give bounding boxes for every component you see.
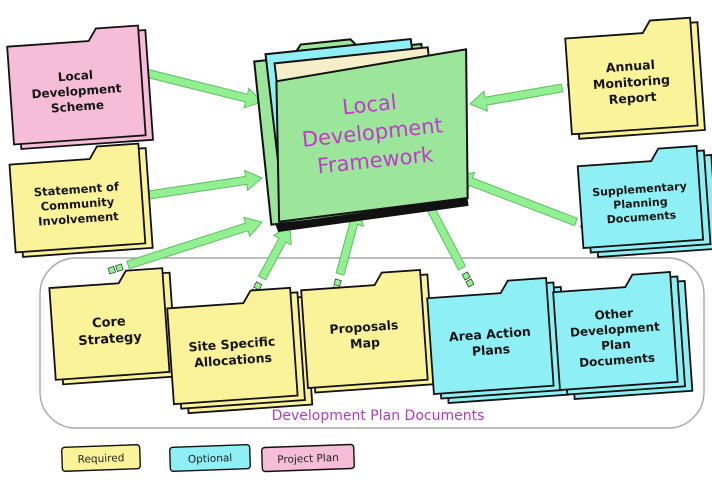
framework-title-line-1: Local xyxy=(341,90,398,120)
doc-label-line: Scheme xyxy=(51,98,105,116)
arrows xyxy=(107,63,597,298)
doc-label-line: Proposals xyxy=(329,317,399,337)
folder-body xyxy=(8,142,147,254)
doc-label-line: Annual xyxy=(605,57,655,75)
folder-body xyxy=(6,24,147,146)
arrow-shape xyxy=(469,83,564,112)
dpd-group-label: Development Plan Documents xyxy=(272,408,485,424)
arrow-tail-dash xyxy=(461,271,471,281)
folder-body xyxy=(564,16,699,136)
arrow-from-site-specific-allocations xyxy=(249,225,292,298)
arrow-tail-dash xyxy=(115,263,124,272)
framework-folder-front xyxy=(275,48,469,223)
doc-label-line: Allocations xyxy=(194,350,273,370)
doc-label-line: Site Specific xyxy=(188,333,276,354)
arrow-from-annual-monitoring-report xyxy=(469,81,583,112)
doc-label-line: Community xyxy=(40,194,115,213)
arrow-tail-dash xyxy=(107,266,116,275)
doc-label-line: Involvement xyxy=(38,209,120,229)
dpd-group-border xyxy=(39,257,705,429)
arrow-from-core-strategy xyxy=(107,216,263,275)
doc-label-line: Documents xyxy=(579,351,656,370)
legend-label: Project Plan xyxy=(277,452,339,466)
doc-label-line: Report xyxy=(608,89,657,107)
legend-optional: Optional xyxy=(169,444,251,472)
folder-body xyxy=(48,267,171,381)
legend-swatch xyxy=(61,444,141,472)
doc-label-line: Area Action xyxy=(448,324,531,345)
doc-label-line: Monitoring xyxy=(592,72,670,92)
framework-folder: Local Development Framework xyxy=(253,37,469,232)
folder-body xyxy=(300,268,429,390)
doc-label-line: Map xyxy=(350,334,381,351)
arrow-tail-dash xyxy=(465,278,475,288)
doc-label-line: Development xyxy=(570,319,661,339)
arrow-shape xyxy=(257,225,292,281)
dpd-group: Development Plan Documents xyxy=(39,257,705,429)
doc-label-line: Local xyxy=(57,68,93,84)
arrow-from-area-action-plans xyxy=(420,191,475,288)
arrow-tail-dash xyxy=(253,281,263,291)
doc-label-line: Planning xyxy=(613,195,668,212)
folder-body xyxy=(552,271,679,391)
legend-swatch xyxy=(169,444,251,472)
framework-folder-bottom xyxy=(275,197,469,232)
arrow-shape xyxy=(140,67,263,109)
folder-body xyxy=(576,144,705,250)
legend-required: Required xyxy=(61,444,141,472)
arrow-shape xyxy=(140,169,263,201)
doc-label-line: Statement of xyxy=(33,179,120,199)
doc-label-line: Other xyxy=(594,306,634,323)
arrow-tail-dash xyxy=(333,278,342,287)
doc-label-line: Plans xyxy=(471,341,510,359)
folder-body xyxy=(426,276,555,396)
doc-label-line: Core xyxy=(92,314,127,331)
arrow-shape xyxy=(455,171,579,227)
legend: Required Optional Project Plan xyxy=(61,443,355,473)
doc-label-line: Plan xyxy=(601,337,631,353)
folder-body xyxy=(166,286,299,406)
arrow-shape xyxy=(126,216,263,270)
doc-label-line: Development xyxy=(31,81,122,101)
legend-project-plan: Project Plan xyxy=(261,443,355,473)
legend-label: Required xyxy=(77,452,124,466)
legend-swatch xyxy=(261,443,355,473)
arrow-from-supplementary-planning-documents xyxy=(455,171,597,233)
doc-label-line: Strategy xyxy=(78,330,143,349)
doc-label-line: Documents xyxy=(606,209,677,227)
legend-label: Optional xyxy=(188,452,233,466)
